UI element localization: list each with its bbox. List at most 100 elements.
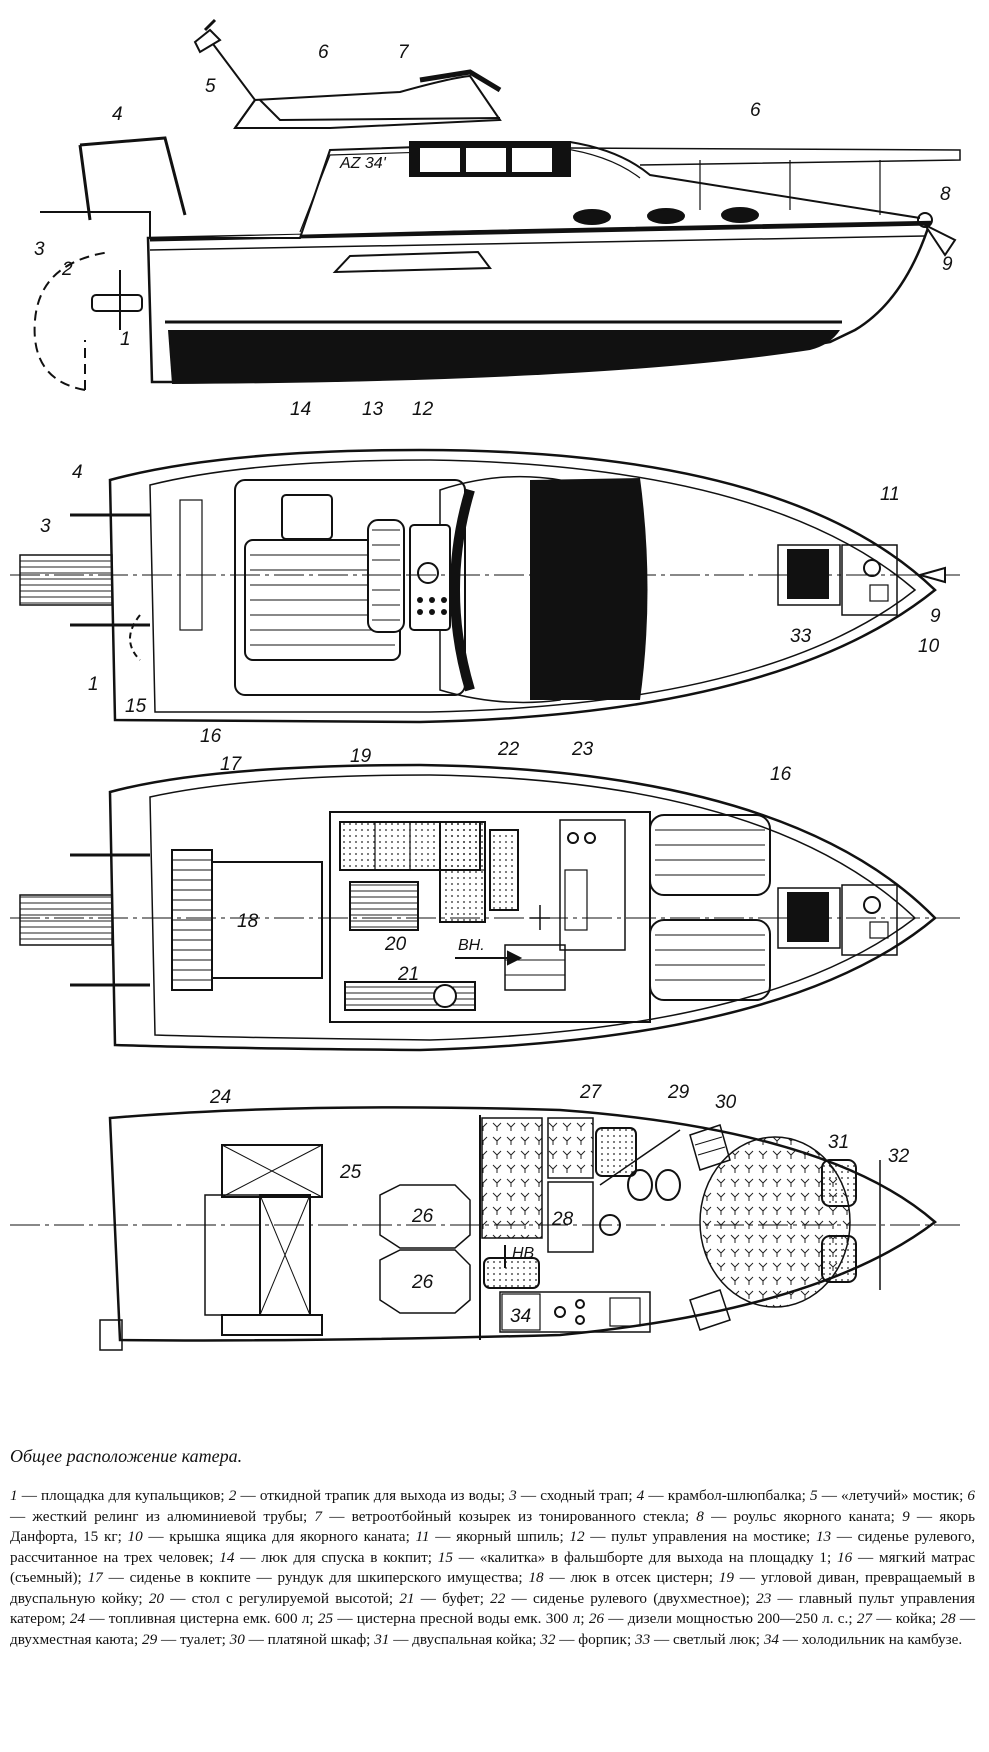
legend-number: 18 — [528, 1569, 544, 1586]
legend-entry-4: 4 — крамбол-шлюпбалка; — [636, 1487, 810, 1504]
callout-5: 5 — [205, 76, 216, 97]
side-profile-view — [33, 18, 961, 391]
boot-stripe — [168, 330, 840, 384]
legend-entry-6: 6 — жесткий релинг из алюминиевой трубы; — [10, 1487, 976, 1525]
legend-text: угловой диван, превращаемый в двуспальну… — [10, 1569, 976, 1607]
callout-6a: 6 — [318, 42, 329, 63]
legend-number: 21 — [399, 1589, 415, 1607]
legend-number: 33 — [634, 1630, 651, 1648]
legend-text: форпик — [578, 1630, 627, 1648]
legend-number: 34 — [763, 1630, 779, 1648]
legend-entry-33: 33 — светлый люк; — [634, 1630, 764, 1648]
legend-entry-26: 26 — дизели мощностью 200—250 л. с.; — [588, 1610, 857, 1627]
callout-27: 27 — [579, 1082, 603, 1103]
top-view-flybridge — [10, 448, 960, 724]
legend-number: 11 — [415, 1528, 430, 1545]
legend-entry-30: 30 — платяной шкаф; — [229, 1630, 375, 1648]
callout-13: 13 — [362, 399, 384, 420]
callout-2: 2 — [61, 259, 73, 280]
callout-11: 11 — [880, 484, 900, 505]
callout-15: 15 — [125, 696, 147, 717]
legend-number: 12 — [569, 1528, 585, 1545]
legend-entry-27: 27 — койка; — [856, 1610, 941, 1627]
legend-text: крышка ящика для якорного каната — [169, 1528, 406, 1545]
legend-number: 13 — [815, 1528, 832, 1545]
legend-text: дизели мощностью 200—250 л. с. — [627, 1610, 849, 1627]
legend-number: 17 — [87, 1569, 103, 1586]
legend-text: люк для спуска в кокпит — [261, 1548, 428, 1566]
legend-number: 27 — [856, 1610, 873, 1627]
legend-number: 31 — [374, 1630, 390, 1648]
legend-text: стол с регулируемой высотой — [191, 1589, 389, 1607]
legend-text: главный пульт управления катером — [10, 1589, 975, 1628]
legend-entry-5: 5 — «летучий» мостик; — [809, 1487, 968, 1504]
legend-text: двухместная каюта — [10, 1630, 134, 1648]
legend-number: 29 — [141, 1630, 158, 1648]
callout-34: 34 — [510, 1306, 531, 1327]
callout-numbers: 1 2 3 4 5 6 7 6 8 9 14 13 12 4 3 11 9 10… — [34, 42, 953, 1327]
legend-number: 10 — [127, 1528, 143, 1545]
legend-entry-19: 19 — угловой диван, превращаемый в двусп… — [10, 1569, 976, 1607]
legend-number: 4 — [636, 1487, 645, 1504]
callout-31: 31 — [828, 1132, 849, 1153]
legend-text: жесткий релинг из алюминиевой трубы — [32, 1507, 303, 1525]
callout-21: 21 — [397, 964, 419, 985]
legend-text: двуспальная койка — [412, 1630, 533, 1648]
callout-20: 20 — [384, 934, 407, 955]
legend-number: 32 — [540, 1630, 556, 1648]
callout-14: 14 — [290, 399, 311, 420]
legend-text: койка — [895, 1610, 932, 1627]
callout-19: 19 — [350, 746, 372, 767]
legend-entry-2: 2 — откидной трапик для выхода из воды; — [228, 1487, 510, 1504]
legend-entry-7: 7 — ветроотбойный козырек из тонированно… — [314, 1507, 697, 1525]
legend-entry-25: 25 — цистерна пресной воды емк. 300 л; — [317, 1610, 589, 1627]
legend-text: платяной шкаф — [267, 1630, 367, 1648]
legend-text: роульс якорного каната — [733, 1507, 891, 1525]
nv-label: НВ — [512, 1245, 535, 1262]
legend-entry-22: 22 — сиденье рулевого (двухместное); — [490, 1589, 757, 1607]
callout-3b: 3 — [40, 516, 51, 537]
callout-22: 22 — [497, 739, 520, 760]
callout-25: 25 — [339, 1162, 362, 1183]
legend-text: светлый люк — [672, 1630, 756, 1648]
callout-26b: 26 — [411, 1272, 434, 1293]
callout-9a: 9 — [942, 254, 953, 275]
legend-entry-15: 15 — «калитка» в фальшборте для выхода н… — [437, 1548, 838, 1566]
figure-legend: 1 — площадка для купальщиков; 2 — откидн… — [10, 1486, 975, 1650]
legend-text: якорь Данфорта, 15 кг — [10, 1507, 976, 1546]
callout-23: 23 — [571, 739, 594, 760]
legend-entry-11: 11 — якорный шпиль; — [415, 1528, 570, 1545]
legend-number: 23 — [756, 1589, 772, 1607]
legend-entry-34: 34 — холодильник на камбузе. — [763, 1630, 963, 1648]
legend-number: 26 — [588, 1610, 605, 1627]
legend-number: 9 — [902, 1507, 910, 1525]
callout-30: 30 — [715, 1092, 737, 1113]
legend-number: 16 — [837, 1548, 853, 1566]
legend-number: 25 — [317, 1610, 334, 1627]
callout-10: 10 — [918, 636, 940, 657]
legend-number: 6 — [967, 1487, 976, 1504]
legend-entry-14: 14 — люк для спуска в кокпит; — [219, 1548, 438, 1566]
legend-entry-24: 24 — топливная цистерна емк. 600 л; — [69, 1610, 318, 1627]
legend-text: холодильник на камбузе — [801, 1630, 959, 1648]
callout-28: 28 — [551, 1209, 574, 1230]
legend-entry-20: 20 — стол с регулируемой высотой; — [148, 1589, 400, 1607]
callout-16b: 16 — [770, 764, 792, 785]
legend-entry-21: 21 — буфет; — [399, 1589, 491, 1607]
legend-entry-29: 29 — туалет; — [141, 1630, 230, 1648]
legend-text: сиденье рулевого, рассчитанное на трех ч… — [10, 1528, 976, 1566]
legend-entry-8: 8 — роульс якорного каната; — [696, 1507, 903, 1525]
legend-text: цистерна пресной воды емк. 300 л — [356, 1610, 581, 1627]
callout-6b: 6 — [750, 100, 761, 121]
callout-4: 4 — [112, 104, 123, 125]
callout-17: 17 — [220, 754, 243, 775]
legend-text: мягкий матрас (съемный) — [10, 1548, 976, 1587]
legend-number: 30 — [229, 1630, 245, 1648]
callout-26a: 26 — [411, 1206, 434, 1227]
legend-entry-13: 13 — сиденье рулевого, рассчитанное на т… — [10, 1528, 976, 1566]
lower-deck-view — [10, 1106, 960, 1351]
legend-text: туалет — [179, 1630, 222, 1648]
legend-number: 1 — [10, 1487, 18, 1504]
legend-text: сиденье в кокпите — рундук для шкиперско… — [129, 1569, 519, 1586]
legend-text: люк в отсек цистерн — [570, 1569, 709, 1586]
